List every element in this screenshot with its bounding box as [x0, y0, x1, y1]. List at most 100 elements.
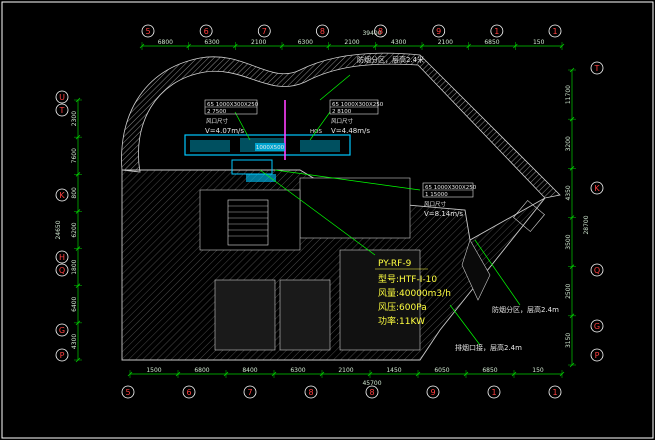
svg-text:风口尺寸: 风口尺寸 — [424, 200, 447, 208]
left-dim-label: 4300 — [71, 334, 78, 349]
right-axis-label: G — [594, 322, 600, 331]
top-axis-circle — [199, 24, 213, 38]
top-axis-label: 8 — [378, 27, 383, 36]
top-dim-label: 2100 — [344, 39, 359, 46]
top-smoke-zone-note: 防烟分区，层高2.4米 — [357, 55, 424, 64]
top-axis-circle — [316, 24, 329, 38]
bottom-dim-label: 6850 — [482, 367, 497, 374]
left-axis-label: U — [59, 93, 65, 102]
top-axis-label: 5 — [145, 27, 150, 36]
bottom-axis-label: 7 — [247, 388, 252, 397]
bottom-dim-label: 1500 — [146, 367, 161, 374]
wedge-room — [461, 239, 491, 301]
right-smoke-zone-note: 防烟分区，层高2.4m — [492, 305, 559, 314]
fan-spec-block: PY-RF-9 型号:HTF-I-10 风量:40000m3/h 风压:600P… — [375, 259, 451, 327]
right-total-dimension: 28700 — [583, 215, 590, 234]
core-area — [199, 189, 301, 251]
bottom-dim-label: 6800 — [194, 367, 209, 374]
bottom-axis-circle — [548, 385, 562, 399]
left-axis-circle — [55, 348, 69, 362]
top-axis-bubbles: 5 6 7 8 8 9 1 1 — [141, 24, 562, 38]
right-axis-label: Q — [594, 266, 600, 275]
left-axis-label: T — [59, 106, 65, 115]
duct-tag-box — [255, 143, 285, 151]
right-dim-label: 3150 — [565, 333, 572, 348]
top-axis-label: 9 — [436, 27, 441, 36]
svg-text:65 1000X300X250: 65 1000X300X250 — [425, 185, 477, 191]
left-total-dimension: 24650 — [55, 220, 62, 239]
top-axis-circle — [374, 24, 387, 38]
bottom-dim-label: 150 — [532, 367, 544, 374]
top-axis-circle — [548, 24, 562, 38]
top-axis-circle — [490, 24, 504, 38]
stair — [227, 199, 269, 246]
top-axis-label: 1 — [494, 27, 499, 36]
right-axis-label: P — [595, 351, 600, 360]
bottom-axis-label: 8 — [369, 388, 374, 397]
top-axis-label: 7 — [262, 27, 267, 36]
left-axis-circle — [55, 103, 69, 117]
svg-text:2 7500: 2 7500 — [207, 109, 227, 115]
left-dim-label: 6200 — [71, 222, 78, 237]
fan-pressure: 风压:600Pa — [378, 302, 427, 313]
bottom-dim-label: 6050 — [434, 367, 449, 374]
right-axis-circle — [590, 348, 604, 362]
bottom-axis-label: 6 — [186, 388, 191, 397]
top-axis-circle — [141, 24, 155, 38]
top-total-dimension: 39400 — [362, 30, 381, 37]
bottom-axis-circle — [121, 385, 135, 399]
top-axis-label: 8 — [320, 27, 325, 36]
svg-text:风口尺寸: 风口尺寸 — [206, 117, 229, 125]
air-outlet-box-right: 65 1000X300X250 1 15000 风口尺寸 V=8.14m/s — [422, 182, 477, 218]
svg-text:V=4.48m/s: V=4.48m/s — [331, 127, 370, 135]
open-area — [299, 177, 411, 239]
right-exhaust-note: 排烟口接，层高2.4m — [455, 343, 522, 352]
left-dim-label: 2300 — [71, 111, 78, 126]
bottom-axis-label: 1 — [491, 388, 496, 397]
right-axis-label: T — [594, 64, 600, 73]
right-axis-circle — [590, 181, 604, 195]
bottom-axis-circle — [426, 385, 440, 399]
svg-text:V=4.07m/s: V=4.07m/s — [205, 127, 244, 135]
right-dim-label: 3200 — [565, 136, 572, 151]
bottom-axis-circle — [182, 385, 196, 399]
right-axis-circle — [590, 263, 604, 277]
bottom-axis-circle — [487, 385, 501, 399]
duct-tag-2: HOS — [310, 129, 322, 135]
bottom-axis-label: 9 — [430, 388, 435, 397]
top-axis-label: 1 — [552, 27, 557, 36]
room-3 — [339, 249, 421, 351]
top-dim-label: 6850 — [484, 39, 499, 46]
left-axis-circle — [55, 323, 69, 337]
top-dim-label: 6300 — [204, 39, 219, 46]
bottom-dim-label: 6300 — [290, 367, 305, 374]
bottom-axis-label: 5 — [125, 388, 130, 397]
curved-roof-hatch — [121, 52, 561, 199]
left-dim-label: 7600 — [71, 148, 78, 163]
bottom-total-dimension: 45700 — [362, 380, 381, 387]
bottom-axis-label: 1 — [552, 388, 557, 397]
top-dim-label: 2100 — [438, 39, 453, 46]
right-dim-label: 3500 — [565, 234, 572, 249]
air-outlet-box-left: 65 1000X300X250 2 7500 风口尺寸 V=4.07m/s — [204, 99, 259, 135]
leader-lines — [234, 74, 521, 346]
top-axis-label: 6 — [204, 27, 209, 36]
right-axis-circle — [590, 61, 604, 75]
left-axis-label: H — [59, 253, 65, 262]
bottom-axis-circle — [304, 385, 318, 399]
svg-text:65 1000X300X250: 65 1000X300X250 — [207, 102, 259, 108]
left-axis-label: Q — [59, 266, 65, 275]
top-dim-label: 150 — [533, 39, 545, 46]
fan-airflow: 风量:40000m3/h — [378, 288, 451, 299]
right-dim-label: 2500 — [565, 283, 572, 298]
bottom-dim-label: 8400 — [242, 367, 257, 374]
left-axis-circle — [55, 250, 69, 264]
bottom-dim-label: 2100 — [338, 367, 353, 374]
left-dim-label: 6400 — [71, 296, 78, 311]
right-dim-label: 4350 — [565, 185, 572, 200]
